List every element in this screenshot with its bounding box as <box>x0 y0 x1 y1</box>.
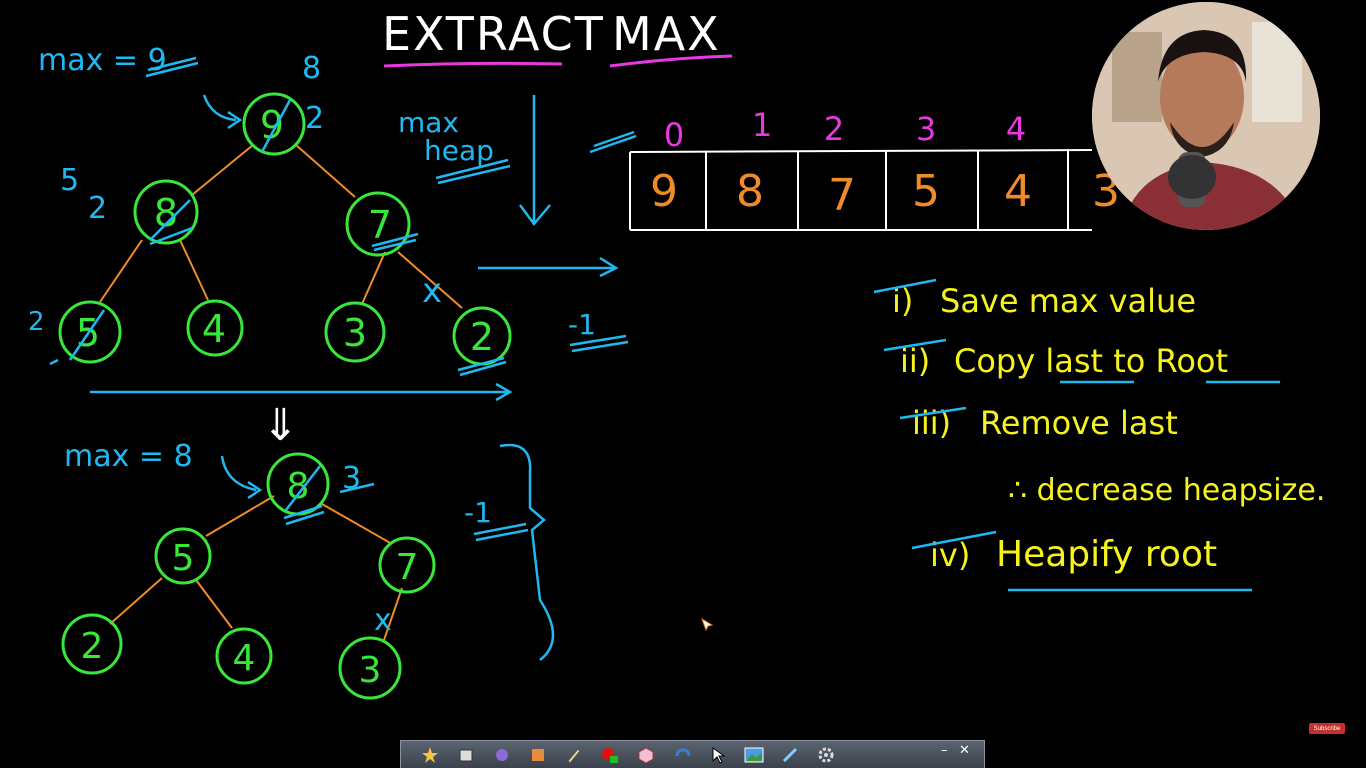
shapes-icon[interactable] <box>487 745 517 765</box>
note-max-heap-underline <box>435 158 511 185</box>
cross-top: x <box>422 271 442 311</box>
undo-icon[interactable] <box>667 745 697 765</box>
steps-list: i) Save max value ii) Copy last to Root … <box>892 282 1325 575</box>
title-extract: EXTRACT <box>382 7 605 61</box>
array-box <box>629 149 1093 231</box>
top-node-9: 9 <box>260 103 284 147</box>
pen-icon[interactable] <box>559 745 589 765</box>
minus-one-top-underline <box>569 334 629 353</box>
array-indices: 0 1 2 3 4 <box>664 106 1026 154</box>
eraser-icon[interactable] <box>451 745 481 765</box>
note-left-child-5: 5 <box>60 163 79 198</box>
close-button[interactable]: ✕ <box>959 743 970 758</box>
top-tree-edges <box>99 144 463 309</box>
note-max-8: max = 8 <box>64 439 193 474</box>
minus-one-bottom: -1 <box>464 496 492 529</box>
bottom-node-4: 4 <box>233 638 256 679</box>
webcam-feed <box>1092 2 1320 230</box>
top-tree-annotations <box>49 94 619 402</box>
note-left-child-2: 2 <box>88 191 107 226</box>
array-pointer <box>589 130 637 154</box>
top-node-3: 3 <box>343 311 367 355</box>
step-4-text: Heapify root <box>996 534 1217 575</box>
step-1-text: Save max value <box>940 282 1196 320</box>
bottom-tree-nodes <box>61 452 436 700</box>
bottom-node-8: 8 <box>287 466 310 507</box>
image-icon[interactable] <box>739 745 769 765</box>
array-index-4: 4 <box>1006 110 1026 148</box>
note-max-heap-1: max <box>398 106 459 139</box>
drawing-toolbar: – ✕ <box>400 740 985 768</box>
step-2-num: ii) <box>900 342 930 380</box>
minimize-button[interactable]: – <box>941 743 948 758</box>
minus-one-top: -1 <box>568 308 596 341</box>
double-down-arrow: ⇓ <box>262 400 299 451</box>
presenter-image <box>1092 2 1320 230</box>
pointer-icon[interactable] <box>703 745 733 765</box>
array-index-2: 2 <box>824 110 844 148</box>
pen-cursor-icon <box>701 617 714 631</box>
bottom-tree-edges <box>109 495 403 641</box>
top-tree-nodes <box>58 92 512 366</box>
top-tree-labels: 9 8 7 5 4 3 2 <box>76 103 494 359</box>
top-node-4: 4 <box>202 307 226 351</box>
top-node-7: 7 <box>368 203 392 247</box>
bottom-node-7: 7 <box>396 547 419 588</box>
settings-icon[interactable] <box>811 745 841 765</box>
title-underline-extract <box>383 61 563 68</box>
highlighter-icon[interactable] <box>523 745 553 765</box>
step-3-text: Remove last <box>980 404 1178 442</box>
note-max-heap-2: heap <box>424 134 494 167</box>
laser-icon[interactable] <box>775 745 805 765</box>
note-leaf-2: 2 <box>28 307 45 337</box>
bottom-tree-annotations <box>220 443 555 661</box>
subscribe-badge[interactable]: Subscribe <box>1309 723 1345 734</box>
title-max: MAX <box>612 7 721 61</box>
color-icon[interactable] <box>595 745 625 765</box>
note-max-9-underline <box>145 56 199 78</box>
array-index-1: 1 <box>752 106 772 144</box>
steps-annotations <box>873 278 1280 592</box>
array-value-2: 7 <box>828 170 856 221</box>
array-index-3: 3 <box>916 110 936 148</box>
bottom-node-3: 3 <box>359 650 382 691</box>
array-value-1: 8 <box>736 166 764 217</box>
step-3b-text: ∴ decrease heapsize. <box>1008 473 1325 508</box>
array-value-3: 5 <box>912 166 940 217</box>
array-value-0: 9 <box>650 166 678 217</box>
step-2-text: Copy last to Root <box>954 342 1228 380</box>
cross-bottom: x <box>374 603 392 638</box>
bottom-node-5: 5 <box>172 538 195 579</box>
down-arrow-heap <box>518 95 551 227</box>
step-1-num: i) <box>892 282 913 320</box>
top-node-8: 8 <box>154 191 178 235</box>
array-index-0: 0 <box>664 116 684 154</box>
note-root-new-2: 2 <box>305 101 324 136</box>
note-max-9: max = 9 <box>38 43 167 78</box>
bottom-tree-labels: 8 5 7 2 4 3 <box>81 466 419 691</box>
star-icon[interactable] <box>415 745 445 765</box>
bottom-node-2: 2 <box>81 626 104 667</box>
cube-icon[interactable] <box>631 745 661 765</box>
title-underline-max <box>609 54 733 68</box>
note-root-new-8: 8 <box>302 51 321 86</box>
step-3-num: iii) <box>912 404 951 442</box>
top-node-2: 2 <box>470 315 494 359</box>
array-value-4: 4 <box>1004 166 1032 217</box>
